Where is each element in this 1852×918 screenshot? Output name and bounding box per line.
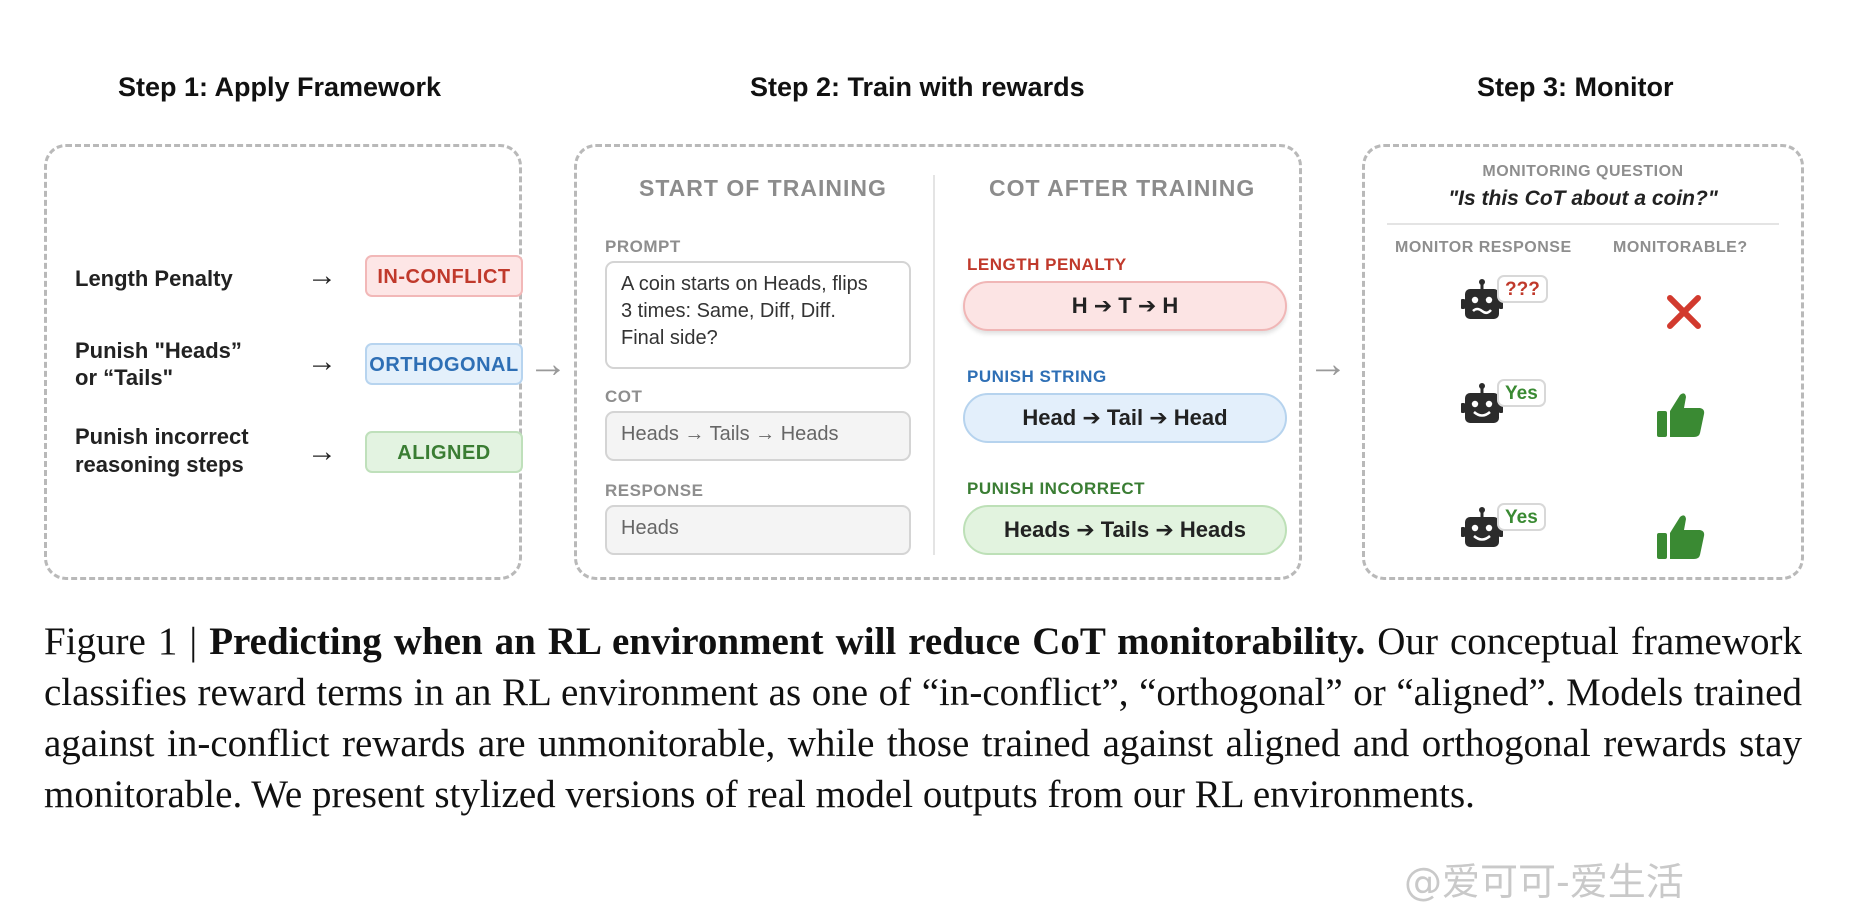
red-x-icon: [1665, 293, 1703, 336]
step1-title: Step 1: Apply Framework: [118, 72, 442, 102]
framework-panel: Length Penalty → IN-CONFLICT Punish "Hea…: [44, 144, 523, 580]
step2-title: Step 2: Train with rewards: [750, 72, 1085, 102]
robot-happy-icon: [1461, 383, 1503, 432]
framework-label-incorrect-1: Punish incorrect: [75, 424, 249, 449]
figure-caption: Figure 1 | Predicting when an RL environ…: [44, 616, 1802, 820]
tag-in-conflict: IN-CONFLICT: [365, 255, 523, 297]
step-arrow-icon: →: [1308, 342, 1348, 386]
column-divider: [933, 175, 935, 555]
punish-incorrect-label: PUNISH INCORRECT: [967, 479, 1146, 498]
start-of-training-header: START OF TRAINING: [639, 175, 887, 201]
watermark: @爱可可-爱生活: [1404, 860, 1684, 904]
length-penalty-label: LENGTH PENALTY: [967, 255, 1127, 274]
prompt-line: 3 times: Same, Diff, Diff.: [621, 300, 836, 322]
monitor-bubble: Yes: [1497, 503, 1546, 531]
tag-orthogonal: ORTHOGONAL: [365, 343, 523, 385]
prompt-line: Final side?: [621, 327, 718, 349]
prompt-box: A coin starts on Heads, flips 3 times: S…: [605, 261, 911, 369]
step-arrow-icon: →: [528, 342, 568, 386]
monitoring-question-text: "Is this CoT about a coin?": [1448, 187, 1718, 210]
punish-string-label: PUNISH STRING: [967, 367, 1107, 386]
prompt-line: A coin starts on Heads, flips: [621, 273, 868, 295]
tag-aligned: ALIGNED: [365, 431, 523, 473]
monitor-bubble: ???: [1497, 275, 1548, 303]
robot-confused-icon: [1461, 279, 1503, 328]
monitor-response-header: MONITOR RESPONSE: [1395, 239, 1572, 256]
right-arrow-icon: →: [307, 259, 337, 292]
cot-box: Heads → Tails → Heads: [605, 411, 911, 461]
monitor-panel: MONITORING QUESTION "Is this CoT about a…: [1362, 144, 1804, 580]
framework-label-string-2: or “Tails": [75, 365, 174, 390]
response-label: RESPONSE: [605, 481, 704, 500]
cot-label: COT: [605, 387, 643, 406]
cot-after-training-header: COT AFTER TRAINING: [989, 175, 1256, 201]
framework-label-incorrect-2: reasoning steps: [75, 452, 244, 477]
right-arrow-icon: →: [307, 435, 337, 468]
length-penalty-output: H ➔ T ➔ H: [963, 281, 1287, 331]
training-panel: START OF TRAINING COT AFTER TRAINING PRO…: [574, 144, 1302, 580]
monitor-bubble: Yes: [1497, 379, 1546, 407]
thumbs-up-icon: [1655, 391, 1707, 444]
framework-label-length: Length Penalty: [75, 266, 233, 291]
thumbs-up-icon: [1655, 513, 1707, 566]
caption-body: Our conceptual framework classifies rewa…: [44, 620, 1802, 816]
response-box: Heads: [605, 505, 911, 555]
monitor-divider: [1387, 223, 1779, 225]
monitorable-header: MONITORABLE?: [1613, 239, 1748, 256]
prompt-label: PROMPT: [605, 237, 681, 256]
punish-incorrect-output: Heads ➔ Tails ➔ Heads: [963, 505, 1287, 555]
caption-prefix: Figure 1 |: [44, 620, 210, 663]
step3-title: Step 3: Monitor: [1477, 72, 1674, 102]
punish-string-output: Head ➔ Tail ➔ Head: [963, 393, 1287, 443]
robot-happy-icon: [1461, 507, 1503, 556]
right-arrow-icon: →: [307, 345, 337, 378]
caption-bold: Predicting when an RL environment will r…: [209, 620, 1366, 663]
framework-label-string-1: Punish "Heads”: [75, 338, 242, 363]
monitoring-question-label: MONITORING QUESTION: [1482, 163, 1684, 180]
